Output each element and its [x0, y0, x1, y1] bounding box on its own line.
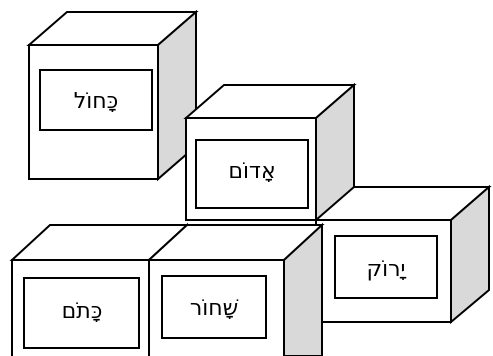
cube-black-label: שָׁחוֹר [190, 296, 239, 321]
cube-green: יָרוֹק [316, 187, 489, 322]
cube-blue: כָּחוֹל [29, 12, 196, 179]
cube-blue-label: כָּחוֹל [74, 89, 119, 114]
cube-green-label: יָרוֹק [367, 257, 407, 282]
cube-red-label: אָדוֹם [228, 159, 275, 184]
cube-orange-label: כָּתֹם [62, 299, 103, 324]
cube-black: שָׁחוֹר [149, 225, 322, 356]
